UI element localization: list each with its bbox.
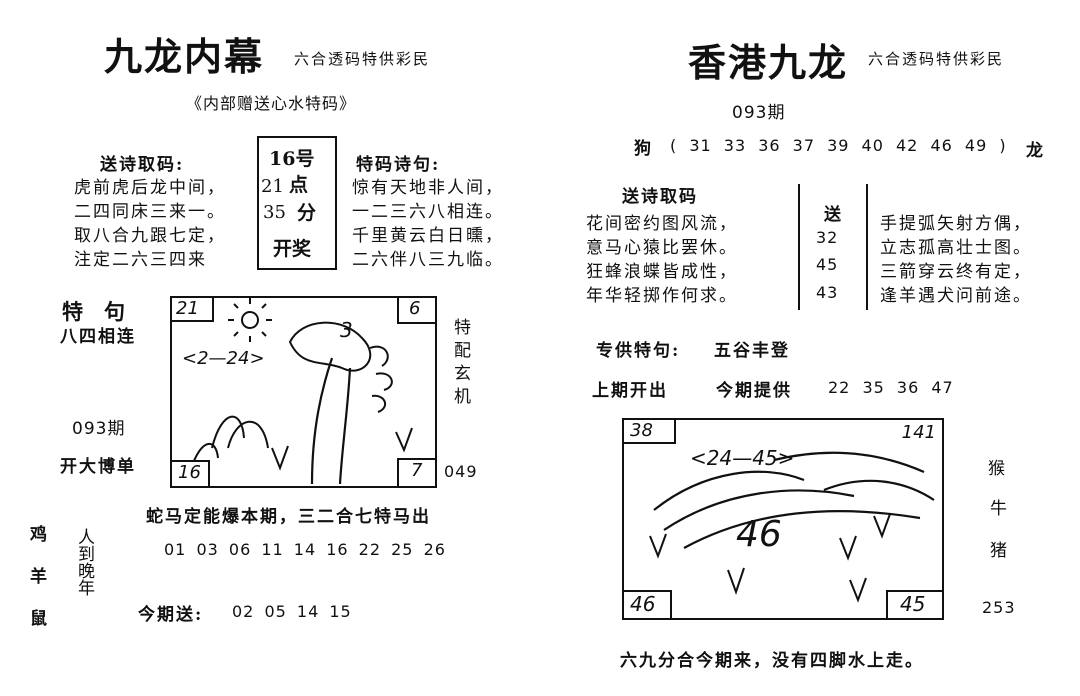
right-poem-left-line: 年华轻掷作何求。 [586, 286, 738, 306]
special-phrase-label: 特 句 [62, 299, 125, 324]
left-poem: 虎前虎后龙中间， 二四同床三来一。 取八合九跟七定， 注定二六三四来 [74, 176, 226, 272]
right-poem-left-line: 意马心猿比罢休。 [586, 238, 738, 258]
left-poem-line: 二四同床三来一。 [74, 202, 226, 222]
left-line1: 蛇马定能爆本期，三二合七特马出 [146, 507, 431, 527]
special-label: 专供特句: [596, 341, 681, 361]
special-poem-label: 特码诗句: [356, 155, 441, 175]
left-title: 九龙内幕 [104, 34, 265, 79]
draw-hour-char: 点 [289, 174, 309, 196]
right-picture-mid: 46 [736, 514, 782, 555]
vertical-phrase: 人到晚年 [74, 528, 94, 596]
send-label: 今期送: [138, 605, 204, 625]
right-tagline: 六合透码特供彩民 [868, 50, 1005, 68]
left-poem-line: 虎前虎后龙中间， [74, 178, 226, 198]
special-value: 五谷丰登 [714, 341, 790, 361]
right-send-3: 43 [816, 283, 839, 302]
right-picture-pair: <24—45> [690, 446, 795, 470]
zodiac-2: 羊 [30, 567, 49, 587]
right-poem-left-line: 狂蜂浪蝶皆成性， [586, 262, 738, 282]
draw-minute-num: 35 [263, 202, 286, 223]
right-sketch [649, 451, 935, 603]
right-footer: 六九分合今期来，没有四脚水上走。 [620, 651, 924, 671]
special-phrase: 八四相连 [60, 327, 136, 347]
row-right-zodiac: 龙 [1026, 141, 1045, 161]
right-send-label: 送 [824, 205, 843, 225]
right-poem-right-line: 三箭穿云终有定， [880, 262, 1032, 282]
right-corner-br: 45 [886, 590, 944, 620]
left-picture-box: 21 6 16 7 <2—24> 3 [170, 296, 437, 488]
left-poem-line: 取八合九跟七定， [74, 226, 226, 246]
left-numbers: 01 03 06 11 14 16 22 25 26 [164, 540, 446, 559]
side-vertical: 特配玄机 [450, 318, 470, 410]
left-corner-bl: 16 [170, 460, 210, 488]
left-tagline: 六合透码特供彩民 [294, 50, 431, 68]
special-poem-line: 一二三六八相连。 [352, 202, 504, 222]
draw-minute-char: 分 [297, 202, 317, 224]
right-poem-left-line: 花间密约图风流， [586, 214, 738, 234]
right-poem-right: 手提弧矢射方偶， 立志孤高壮士图。 三箭穿云终有定， 逢羊遇犬问前途。 [880, 212, 1032, 308]
send-divider-right [866, 184, 868, 310]
left-subtitle: 《内部赠送心水特码》 [186, 94, 357, 113]
draw-open: 开奖 [273, 238, 312, 260]
special-poem-line: 二六伴八三九临。 [352, 250, 504, 270]
this-label: 今期提供 [716, 381, 792, 401]
right-side-number: 253 [982, 598, 1016, 617]
row-numbers: ( 31 33 36 37 39 40 42 46 49 ) [670, 136, 1007, 155]
left-poem-line: 注定二六三四来 [74, 250, 207, 270]
right-zodiac-1: 猴 [988, 459, 1007, 479]
special-poem-line: 惊有天地非人间， [352, 178, 504, 198]
special-poem-line: 千里黄云白日曛， [352, 226, 504, 246]
right-send-1: 32 [816, 228, 839, 247]
left-corner-tl: 21 [170, 296, 214, 322]
row-left-zodiac: 狗 [634, 139, 653, 159]
left-poem-label: 送诗取码: [100, 155, 185, 175]
right-corner-tl: 38 [622, 418, 676, 444]
special-poem: 惊有天地非人间， 一二三六八相连。 千里黄云白日曛， 二六伴八三九临。 [352, 176, 504, 272]
right-picture-box: 38 141 46 45 <24—45> 46 [622, 418, 944, 620]
left-picture-pair: <2—24> [182, 348, 265, 369]
open-text: 开大博单 [60, 457, 136, 477]
right-send-2: 45 [816, 255, 839, 274]
left-period: 093期 [72, 419, 126, 439]
zodiac-3: 鼠 [30, 609, 49, 629]
right-poem-right-line: 立志孤高壮士图。 [880, 238, 1032, 258]
left-side-number: 049 [444, 462, 478, 481]
zodiac-1: 鸡 [30, 525, 49, 545]
left-sketch [191, 298, 413, 485]
draw-hour-num: 21 [261, 176, 284, 197]
right-poem-right-line: 手提弧矢射方偶， [880, 214, 1032, 234]
right-poem-label: 送诗取码 [622, 187, 698, 207]
draw-time-box: 16号 21 点 35 分 开奖 [257, 136, 337, 270]
right-zodiac-3: 猪 [990, 541, 1009, 561]
send-numbers: 02 05 14 15 [232, 602, 352, 621]
last-label: 上期开出 [592, 381, 668, 401]
right-poem-right-line: 逢羊遇犬问前途。 [880, 286, 1032, 306]
right-corner-tr: 141 [901, 422, 936, 443]
this-numbers: 22 35 36 47 [828, 378, 954, 397]
right-corner-bl: 46 [622, 590, 672, 620]
right-period: 093期 [732, 103, 786, 123]
draw-day: 16号 [269, 148, 315, 170]
right-title: 香港九龙 [688, 40, 849, 85]
left-corner-br: 7 [397, 458, 437, 488]
left-corner-tr: 6 [397, 296, 437, 324]
send-divider-left [798, 184, 800, 310]
right-poem-left: 花间密约图风流， 意马心猿比罢休。 狂蜂浪蝶皆成性， 年华轻掷作何求。 [586, 212, 738, 308]
right-zodiac-2: 牛 [990, 499, 1009, 519]
left-picture-mid: 3 [340, 318, 353, 342]
